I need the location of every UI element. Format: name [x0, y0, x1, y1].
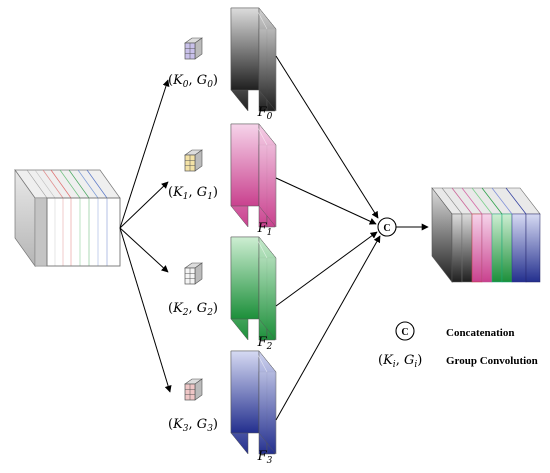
input-tensor: [14, 168, 121, 268]
input-arrows: [119, 79, 172, 393]
feature-label-3: F3: [257, 449, 273, 466]
legend-group-notation: (Ki, Gi): [378, 353, 422, 370]
branches: (K0, G0) F0 (K1, G1) F1 (K2, G2) F2 (K3, G3) F3: [168, 7, 277, 466]
arrow-f3-to-concat: [275, 235, 381, 421]
arrow-to-branch-2: [119, 227, 169, 273]
kernel-label-3: (K3, G3): [168, 417, 218, 434]
arrow-to-branch-3: [119, 227, 172, 393]
kernel-label-0: (K0, G0): [168, 73, 218, 90]
feature-label-0: F0: [257, 105, 273, 122]
legend-concat-label: Concatenation: [446, 327, 514, 339]
branch-3: (K3, G3) F3: [168, 350, 277, 466]
feature-map-1: [230, 123, 277, 228]
concat-arrows: [275, 55, 381, 421]
arrow-f0-to-concat: [275, 55, 379, 219]
concat-node: C: [377, 217, 397, 237]
arrow-f2-to-concat: [275, 231, 378, 307]
kernel-label-2: (K2, G2): [168, 301, 218, 318]
branch-1: (K1, G1) F1: [168, 123, 277, 238]
kernel-label-1: (K1, G1): [168, 185, 218, 202]
arrow-to-branch-0: [119, 79, 170, 229]
kernel-1: [184, 149, 203, 172]
feature-map-2: [230, 236, 277, 341]
arrow-to-branch-1: [119, 181, 169, 229]
concat-symbol: C: [383, 223, 390, 234]
legend-group-label: Group Convolution: [446, 355, 538, 367]
branch-0: (K0, G0) F0: [168, 7, 277, 122]
legend: C Concatenation (Ki, Gi) Group Convoluti…: [378, 321, 538, 370]
feature-map-0: [230, 7, 277, 112]
kernel-2: [184, 262, 203, 285]
kernel-3: [184, 378, 203, 401]
kernel-0: [184, 37, 203, 60]
legend-concat: C Concatenation: [395, 321, 514, 341]
output-tensor: [431, 187, 541, 283]
legend-concat-symbol: C: [401, 327, 408, 338]
feature-label-1: F1: [257, 221, 273, 238]
branch-2: (K2, G2) F2: [168, 236, 277, 352]
feature-map-3: [230, 350, 277, 455]
legend-group-conv: (Ki, Gi) Group Convolution: [378, 353, 538, 370]
arrow-f1-to-concat: [275, 177, 377, 225]
feature-label-2: F2: [257, 335, 273, 352]
